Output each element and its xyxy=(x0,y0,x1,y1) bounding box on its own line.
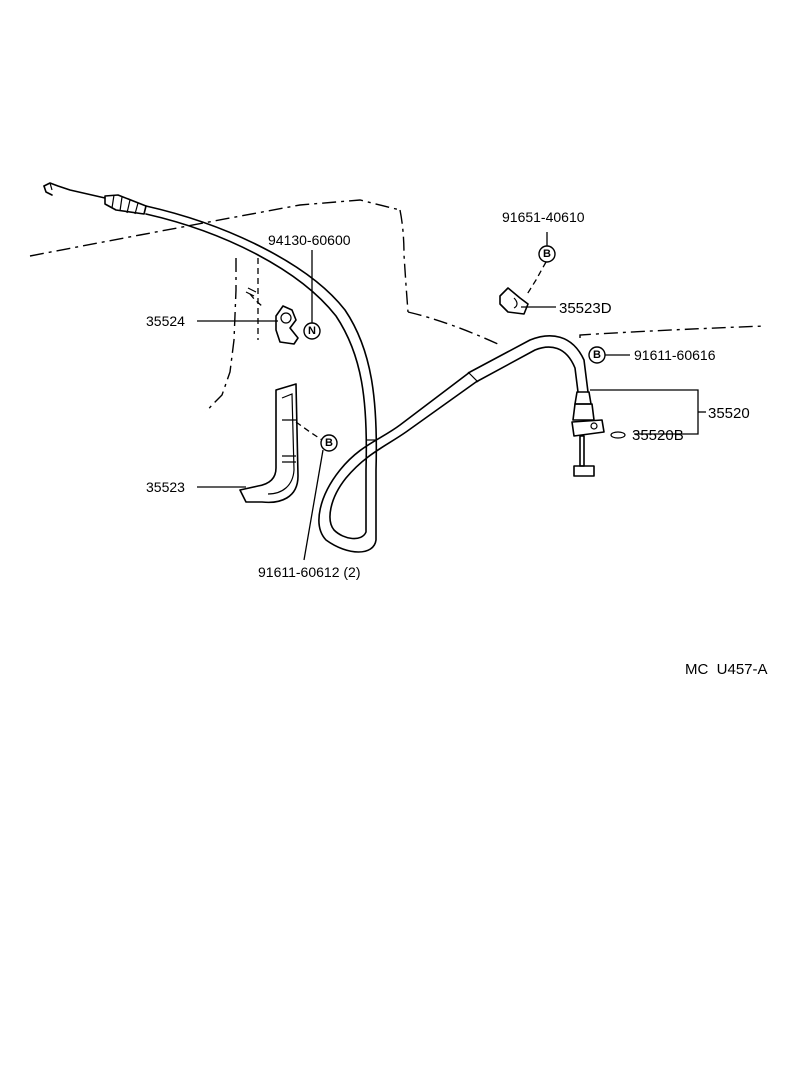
badge-b-91611-616: B xyxy=(588,346,606,364)
badge-n: N xyxy=(303,322,321,340)
label-35520: 35520 xyxy=(708,405,750,422)
clamp-35523D xyxy=(499,261,547,315)
body-outline xyxy=(29,199,766,413)
leader-lines xyxy=(197,232,706,561)
label-35524: 35524 xyxy=(146,313,185,329)
svg-text:N: N xyxy=(308,325,316,337)
bracket-35523 xyxy=(239,383,323,504)
label-35523D: 35523D xyxy=(559,300,612,317)
svg-text:B: B xyxy=(543,248,551,260)
badge-b-91611-612: B xyxy=(320,434,338,452)
svg-text:B: B xyxy=(593,349,601,361)
svg-text:B: B xyxy=(325,437,333,449)
label-91651-40610: 91651-40610 xyxy=(502,209,585,225)
label-35523: 35523 xyxy=(146,479,185,495)
cable-assembly xyxy=(43,182,605,553)
part-35520B xyxy=(610,431,626,439)
badge-b-91651: B xyxy=(538,245,556,263)
reference-code: MC U457-A xyxy=(685,661,768,678)
label-35520B: 35520B xyxy=(632,427,684,444)
label-91611-60612: 91611-60612 (2) xyxy=(258,564,360,580)
clip-35524 xyxy=(245,287,299,345)
label-91611-60616: 91611-60616 xyxy=(634,347,716,363)
label-94130-60600: 94130-60600 xyxy=(268,232,351,248)
